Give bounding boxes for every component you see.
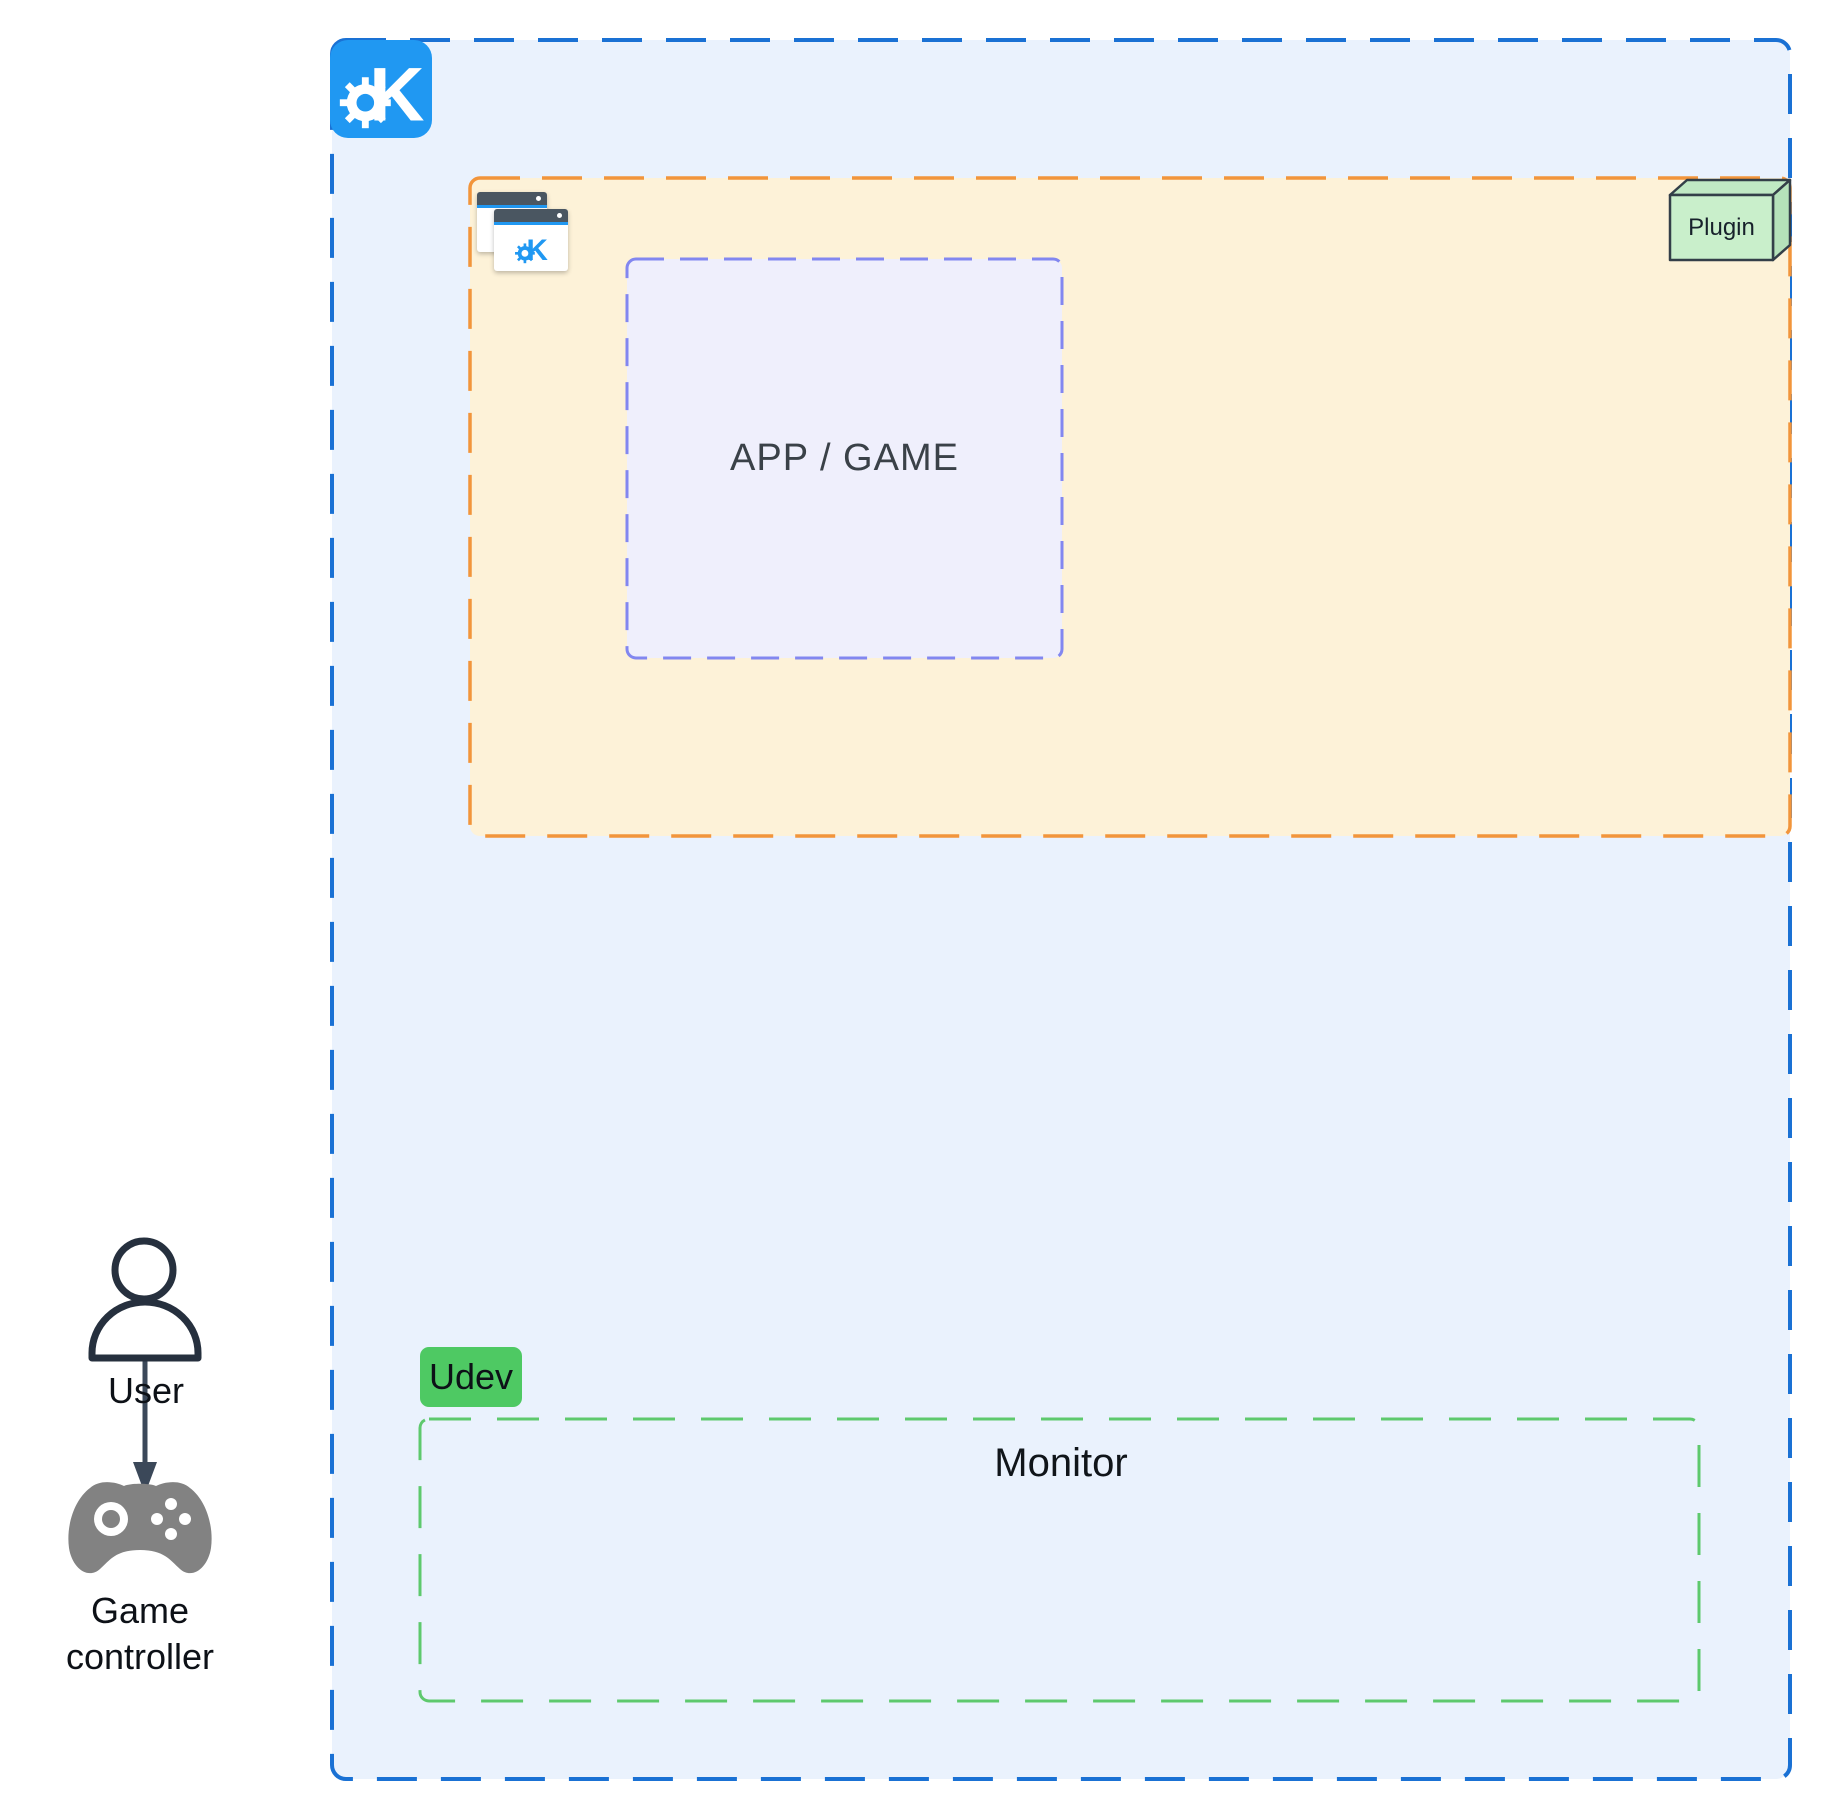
udev-badge: Udev xyxy=(420,1347,522,1407)
monitor-label-box: Monitor xyxy=(418,1441,1704,1486)
front-window-titlebar xyxy=(494,209,568,222)
user-head xyxy=(111,1237,177,1303)
front-window-button xyxy=(557,213,562,218)
front-window-body: K xyxy=(494,225,568,271)
back-window-titlebar xyxy=(477,192,547,205)
app-game-box xyxy=(625,257,1064,660)
app-game-box-border xyxy=(625,257,1064,660)
monitor-region-border xyxy=(418,1417,1701,1703)
plugin-label-box: Plugin xyxy=(1670,195,1773,260)
gamepad-button-bottom xyxy=(165,1528,177,1540)
game-controller-label-line1: Game xyxy=(90,1590,190,1631)
monitor-region xyxy=(418,1417,1701,1703)
udev-label: Udev xyxy=(428,1356,514,1397)
svg-text:K: K xyxy=(526,234,548,267)
user-to-controller-arrow xyxy=(133,1358,157,1494)
gamepad-body xyxy=(68,1482,212,1574)
arrow-head xyxy=(133,1462,157,1494)
plugin-node-top xyxy=(1668,178,1792,197)
app-windows-icon: K xyxy=(477,190,573,274)
gamepad-stick-center xyxy=(102,1510,120,1528)
gamepad-button-left xyxy=(151,1513,163,1525)
back-window-accent xyxy=(477,205,547,208)
mini-kde-gear-k-icon: K xyxy=(515,234,548,267)
user-body xyxy=(88,1298,202,1362)
svg-text:K: K xyxy=(369,52,424,137)
front-window-icon: K xyxy=(494,209,568,271)
app-game-label: APP / GAME xyxy=(730,437,959,479)
back-window-button xyxy=(536,196,541,201)
gamepad-button-right xyxy=(179,1513,191,1525)
gamepad-button-top xyxy=(165,1498,177,1510)
kde-gear-k-icon: K xyxy=(339,52,424,137)
user-label-box: User xyxy=(66,1368,226,1414)
app-game-label-box: APP / GAME xyxy=(627,259,1062,658)
user-icon xyxy=(88,1237,202,1362)
game-controller-label-line2: controller xyxy=(65,1636,215,1677)
kde-logo: K xyxy=(330,40,432,138)
game-controller-icon xyxy=(68,1482,212,1574)
front-window-accent xyxy=(494,222,568,225)
plugin-node-side xyxy=(1771,178,1792,262)
game-controller-label-box: Game controller xyxy=(30,1588,250,1680)
user-label: User xyxy=(107,1370,184,1411)
plugin-label: Plugin xyxy=(1688,213,1755,241)
monitor-label: Monitor xyxy=(994,1441,1128,1485)
plugin-node-front xyxy=(1668,193,1775,262)
plugin-node xyxy=(1668,178,1792,262)
